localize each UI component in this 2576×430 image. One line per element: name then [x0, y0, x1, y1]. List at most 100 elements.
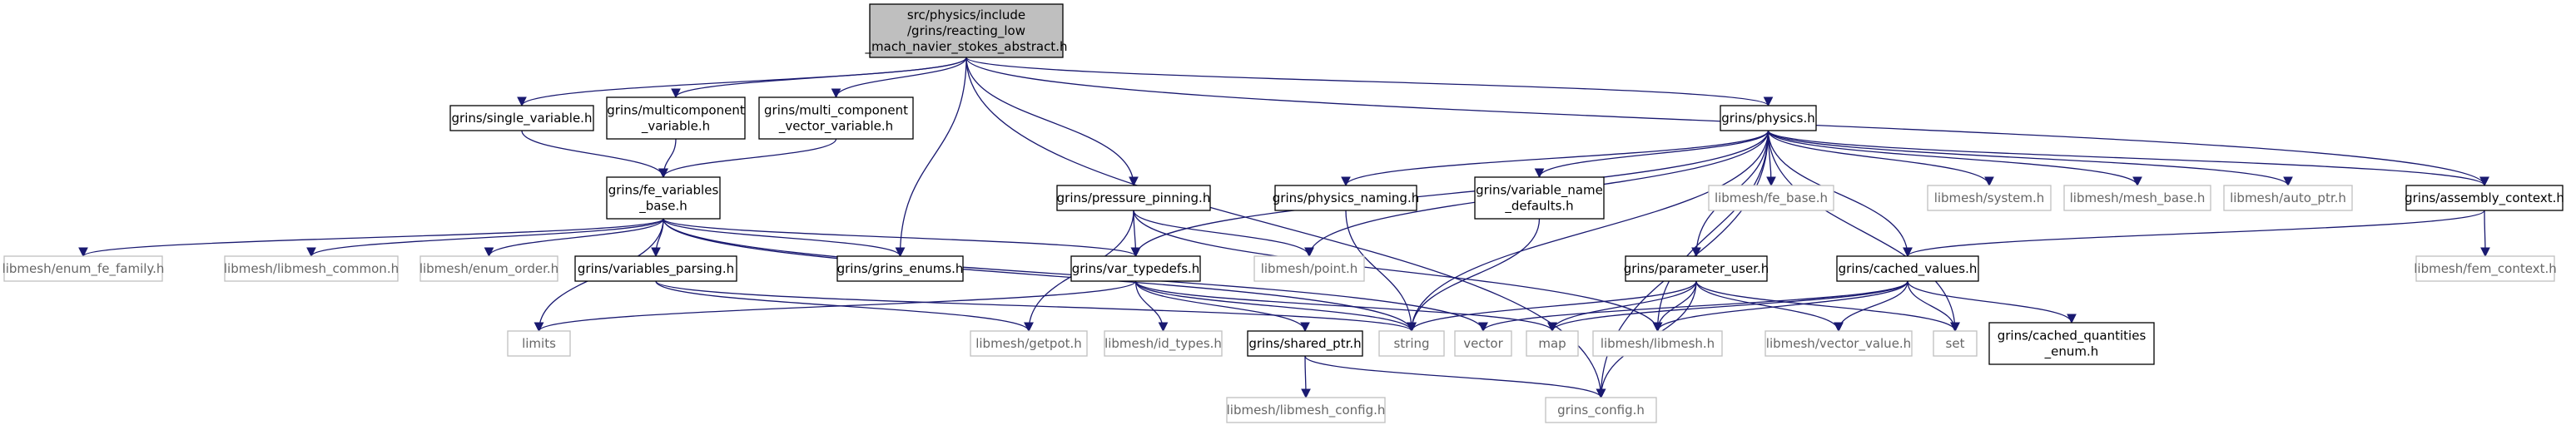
- edge-fe_variables_base-to-string: [663, 218, 1417, 333]
- node-multicomponent_variable[interactable]: grins/multicomponent_variable.h: [606, 96, 746, 140]
- edge-pressure_pinning-to-libmesh: [1133, 210, 1663, 333]
- node-label-grins_enums-0: grins/grins_enums.h: [837, 261, 964, 277]
- edge-physics-to-variable_name_defaults: [1534, 130, 1769, 179]
- node-label-string-0: string: [1393, 336, 1429, 351]
- edge-assembly_context-to-cached_values: [1903, 210, 2485, 258]
- node-label-variable_name_defaults-1: _defaults.h: [1504, 199, 1573, 215]
- edge-variable_name_defaults-to-string: [1407, 218, 1541, 333]
- node-label-grins_config-0: grins_config.h: [1557, 403, 1645, 418]
- edge-parameter_user-to-vector_value: [1695, 280, 1844, 333]
- node-box-grins_enums: [836, 255, 964, 282]
- node-label-fe_variables_base-0: grins/fe_variables: [608, 183, 719, 199]
- node-label-libmesh_config-0: libmesh/libmesh_config.h: [1227, 403, 1386, 418]
- edge-var_typedefs-to-limits: [534, 280, 1137, 333]
- node-label-limits-0: limits: [522, 336, 556, 351]
- node-label-mesh_base-0: libmesh/mesh_base.h: [2070, 190, 2206, 206]
- node-box-physics: [1720, 105, 1817, 131]
- node-fe_variables_base[interactable]: grins/fe_variables_base.h: [606, 176, 721, 220]
- node-label-cached_quantities_enum-0: grins/cached_quantities: [1998, 329, 2147, 344]
- node-root[interactable]: src/physics/include/grins/reacting_low_m…: [865, 3, 1068, 58]
- edge-physics-to-physics_naming: [1341, 130, 1769, 187]
- edge-fe_variables_base-to-enum_fe_family: [78, 218, 664, 258]
- node-mesh_base: libmesh/mesh_base.h: [2063, 185, 2211, 211]
- node-assembly_context[interactable]: grins/assembly_context.h: [2405, 185, 2564, 211]
- node-box-fe_variables_base: [606, 176, 721, 220]
- node-label-libmesh-0: libmesh/libmesh.h: [1601, 336, 1715, 351]
- edge-root-to-grins_enums: [895, 57, 967, 258]
- node-vector: vector: [1454, 330, 1512, 357]
- edge-fe_variables_base-to-libmesh_common: [306, 218, 664, 258]
- node-map: map: [1526, 330, 1579, 357]
- edge-parameter_user-to-map: [1547, 280, 1697, 333]
- node-label-multi_component_vector_variable-0: grins/multi_component: [764, 103, 908, 119]
- node-box-map: [1526, 330, 1579, 357]
- node-single_variable[interactable]: grins/single_variable.h: [449, 105, 594, 131]
- edge-cached_values-to-vector_value: [1834, 280, 1908, 333]
- edge-physics-to-mesh_base: [1767, 130, 2142, 187]
- node-label-root-1: /grins/reacting_low: [907, 23, 1025, 39]
- node-pressure_pinning[interactable]: grins/pressure_pinning.h: [1056, 185, 1211, 211]
- node-libmesh_common: libmesh/libmesh_common.h: [224, 255, 399, 282]
- node-label-multi_component_vector_variable-1: _vector_variable.h: [778, 119, 893, 135]
- node-physics[interactable]: grins/physics.h: [1720, 105, 1817, 131]
- edge-root-to-physics: [965, 57, 1773, 107]
- edge-physics-to-auto_ptr: [1767, 130, 2293, 187]
- node-label-fem_context-0: libmesh/fem_context.h: [2414, 261, 2557, 277]
- node-label-assembly_context-0: grins/assembly_context.h: [2405, 190, 2564, 206]
- edge-physics-to-set: [1767, 130, 1960, 333]
- node-box-string: [1378, 330, 1445, 357]
- node-label-root-2: _mach_navier_stokes_abstract.h: [865, 39, 1068, 55]
- node-label-enum_fe_family-0: libmesh/enum_fe_family.h: [2, 261, 165, 277]
- node-var_typedefs[interactable]: grins/var_typedefs.h: [1070, 255, 1201, 282]
- edge-cached_values-to-libmesh: [1652, 280, 1908, 333]
- node-label-variables_parsing-0: grins/variables_parsing.h: [578, 261, 734, 277]
- node-enum_fe_family: libmesh/enum_fe_family.h: [2, 255, 165, 282]
- edge-shared_ptr-to-libmesh_config: [1301, 355, 1311, 399]
- node-shared_ptr[interactable]: grins/shared_ptr.h: [1247, 330, 1363, 357]
- node-box-enum_order: [419, 255, 558, 282]
- node-label-physics-0: grins/physics.h: [1721, 111, 1814, 126]
- node-cached_quantities_enum[interactable]: grins/cached_quantities_enum.h: [1988, 322, 2155, 365]
- node-label-multicomponent_variable-0: grins/multicomponent: [607, 103, 745, 118]
- edge-root-to-pressure_pinning: [965, 57, 1139, 187]
- node-point: libmesh/point.h: [1253, 255, 1365, 282]
- edge-var_typedefs-to-string: [1134, 280, 1417, 333]
- node-multi_component_vector_variable[interactable]: grins/multi_component_vector_variable.h: [758, 96, 914, 140]
- node-label-single_variable-0: grins/single_variable.h: [452, 111, 593, 126]
- edge-assembly_context-to-fem_context: [2480, 210, 2490, 258]
- node-cached_values[interactable]: grins/cached_values.h: [1836, 255, 1979, 282]
- node-label-map-0: map: [1538, 336, 1566, 351]
- node-variables_parsing[interactable]: grins/variables_parsing.h: [574, 255, 737, 282]
- edge-physics_naming-to-string: [1345, 210, 1417, 333]
- node-box-fe_base: [1708, 185, 1834, 211]
- node-physics_naming[interactable]: grins/physics_naming.h: [1273, 185, 1419, 211]
- node-variable_name_defaults[interactable]: grins/variable_name_defaults.h: [1474, 176, 1605, 220]
- node-box-id_types: [1104, 330, 1223, 357]
- node-label-set-0: set: [1946, 336, 1965, 351]
- edge-root-to-multi_component_vector_variable: [831, 57, 967, 99]
- node-label-shared_ptr-0: grins/shared_ptr.h: [1248, 336, 1361, 352]
- node-label-multicomponent_variable-1: _variable.h: [641, 119, 710, 135]
- node-box-libmesh_common: [224, 255, 399, 282]
- node-fe_base: libmesh/fe_base.h: [1708, 185, 1834, 211]
- node-box-variable_name_defaults: [1474, 176, 1605, 220]
- edge-shared_ptr-to-grins_config: [1304, 355, 1606, 399]
- node-grins_enums[interactable]: grins/grins_enums.h: [836, 255, 964, 282]
- edge-variables_parsing-to-string: [655, 280, 1417, 333]
- edge-physics-to-cached_values: [1767, 130, 1913, 258]
- node-set: set: [1933, 330, 1978, 357]
- edge-physics-to-string: [1407, 130, 1769, 333]
- node-label-point-0: libmesh/point.h: [1261, 261, 1358, 276]
- node-box-multi_component_vector_variable: [758, 96, 914, 140]
- node-parameter_user[interactable]: grins/parameter_user.h: [1624, 255, 1769, 282]
- node-libmesh_config: libmesh/libmesh_config.h: [1226, 397, 1386, 423]
- node-box-var_typedefs: [1070, 255, 1201, 282]
- node-box-vector: [1454, 330, 1512, 357]
- edge-single_variable-to-fe_variables_base: [521, 130, 668, 179]
- node-box-cached_quantities_enum: [1988, 322, 2155, 365]
- edge-var_typedefs-to-id_types: [1134, 280, 1169, 333]
- node-box-auto_ptr: [2223, 185, 2353, 211]
- edges-layer: [78, 57, 2490, 399]
- node-box-libmesh_config: [1226, 397, 1386, 423]
